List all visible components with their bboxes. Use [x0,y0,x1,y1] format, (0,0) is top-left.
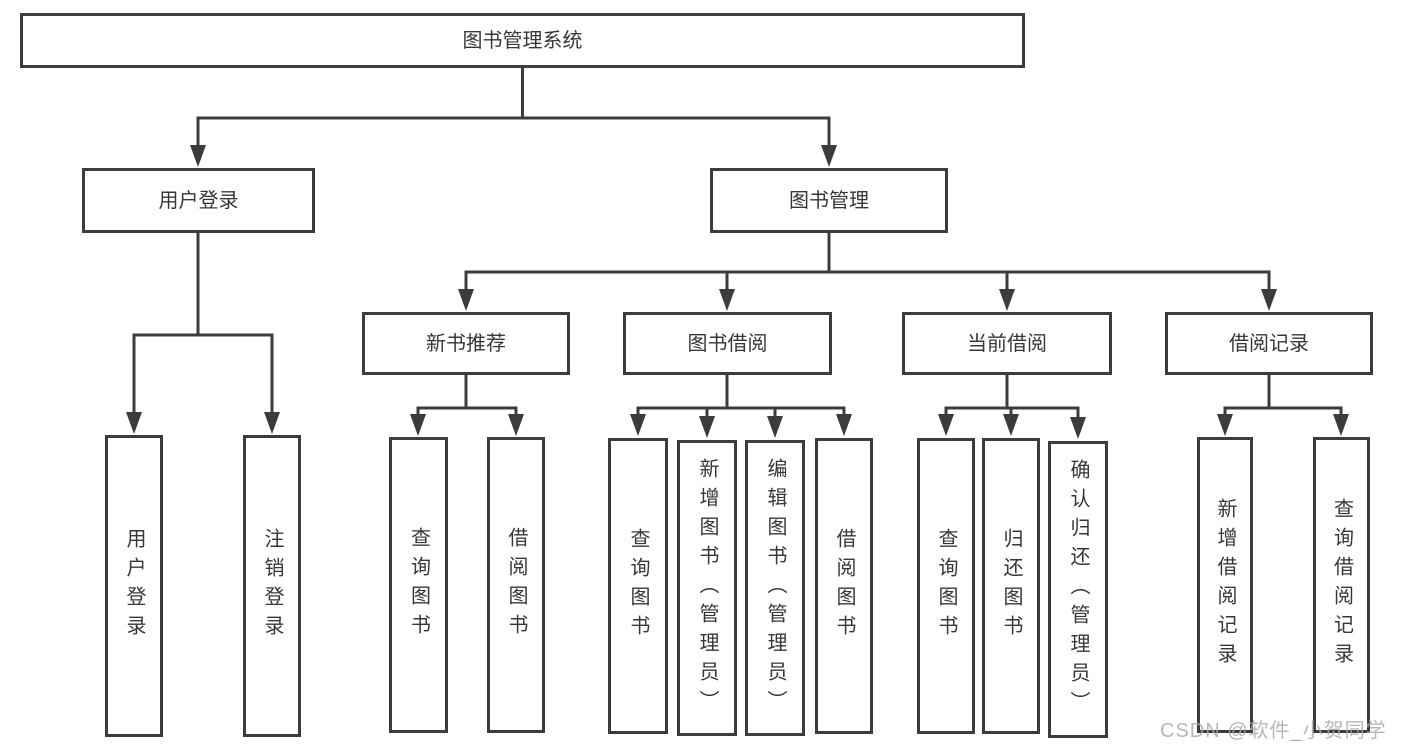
node-label: 查询图书 [627,528,649,644]
watermark: CSDN @软件_小贺同学 [1160,720,1387,742]
leaf-edit-books-admin: 编辑图书（管理员） [745,440,805,736]
node-label: 图书管理 [789,189,869,212]
leaf-return-books: 归还图书 [982,438,1040,734]
node-label: 查询图书 [935,528,957,644]
node-label: 当前借阅 [967,332,1047,355]
node-user-login: 用户登录 [82,168,315,233]
node-label: 图书管理系统 [462,29,583,52]
node-label: 归还图书 [1000,528,1022,644]
node-label: 注销登录 [261,528,283,644]
node-label: 用户登录 [158,189,239,212]
node-label: 用户登录 [123,528,145,644]
node-label: 借阅图书 [833,528,855,644]
node-label: 查询借阅记录 [1330,498,1353,672]
arrowhead-icons [126,145,1349,439]
node-new-book-recommend: 新书推荐 [362,312,570,375]
leaf-confirm-return-admin: 确认归还（管理员） [1048,441,1108,738]
leaf-query-borrow-record: 查询借阅记录 [1313,437,1370,733]
node-label: 新增图书（管理员） [696,457,718,719]
node-current-borrowing: 当前借阅 [902,312,1112,375]
node-label: 新增借阅记录 [1214,498,1236,672]
node-book-management: 图书管理 [710,168,948,233]
leaf-borrow-books-recommend: 借阅图书 [487,437,545,733]
node-label: 查询图书 [407,527,430,643]
node-borrow-records: 借阅记录 [1165,312,1373,375]
leaf-add-borrow-record: 新增借阅记录 [1197,437,1253,733]
leaf-logout: 注销登录 [243,435,301,737]
node-label: 编辑图书（管理员） [764,457,786,719]
leaf-add-books-admin: 新增图书（管理员） [677,440,737,736]
leaf-query-books-borrowing: 查询图书 [608,438,668,734]
node-label: 借阅图书 [505,527,527,643]
node-book-borrowing: 图书借阅 [623,312,832,375]
leaf-query-books-current: 查询图书 [917,438,975,734]
leaf-query-books-recommend: 查询图书 [389,437,448,733]
leaf-borrow-books: 借阅图书 [815,438,873,734]
node-label: 图书借阅 [687,332,768,355]
node-label: 新书推荐 [426,332,506,355]
node-label: 确认归还（管理员） [1067,459,1089,720]
node-library-management-system: 图书管理系统 [20,13,1025,68]
leaf-user-login: 用户登录 [105,435,163,737]
node-label: 借阅记录 [1229,332,1309,355]
